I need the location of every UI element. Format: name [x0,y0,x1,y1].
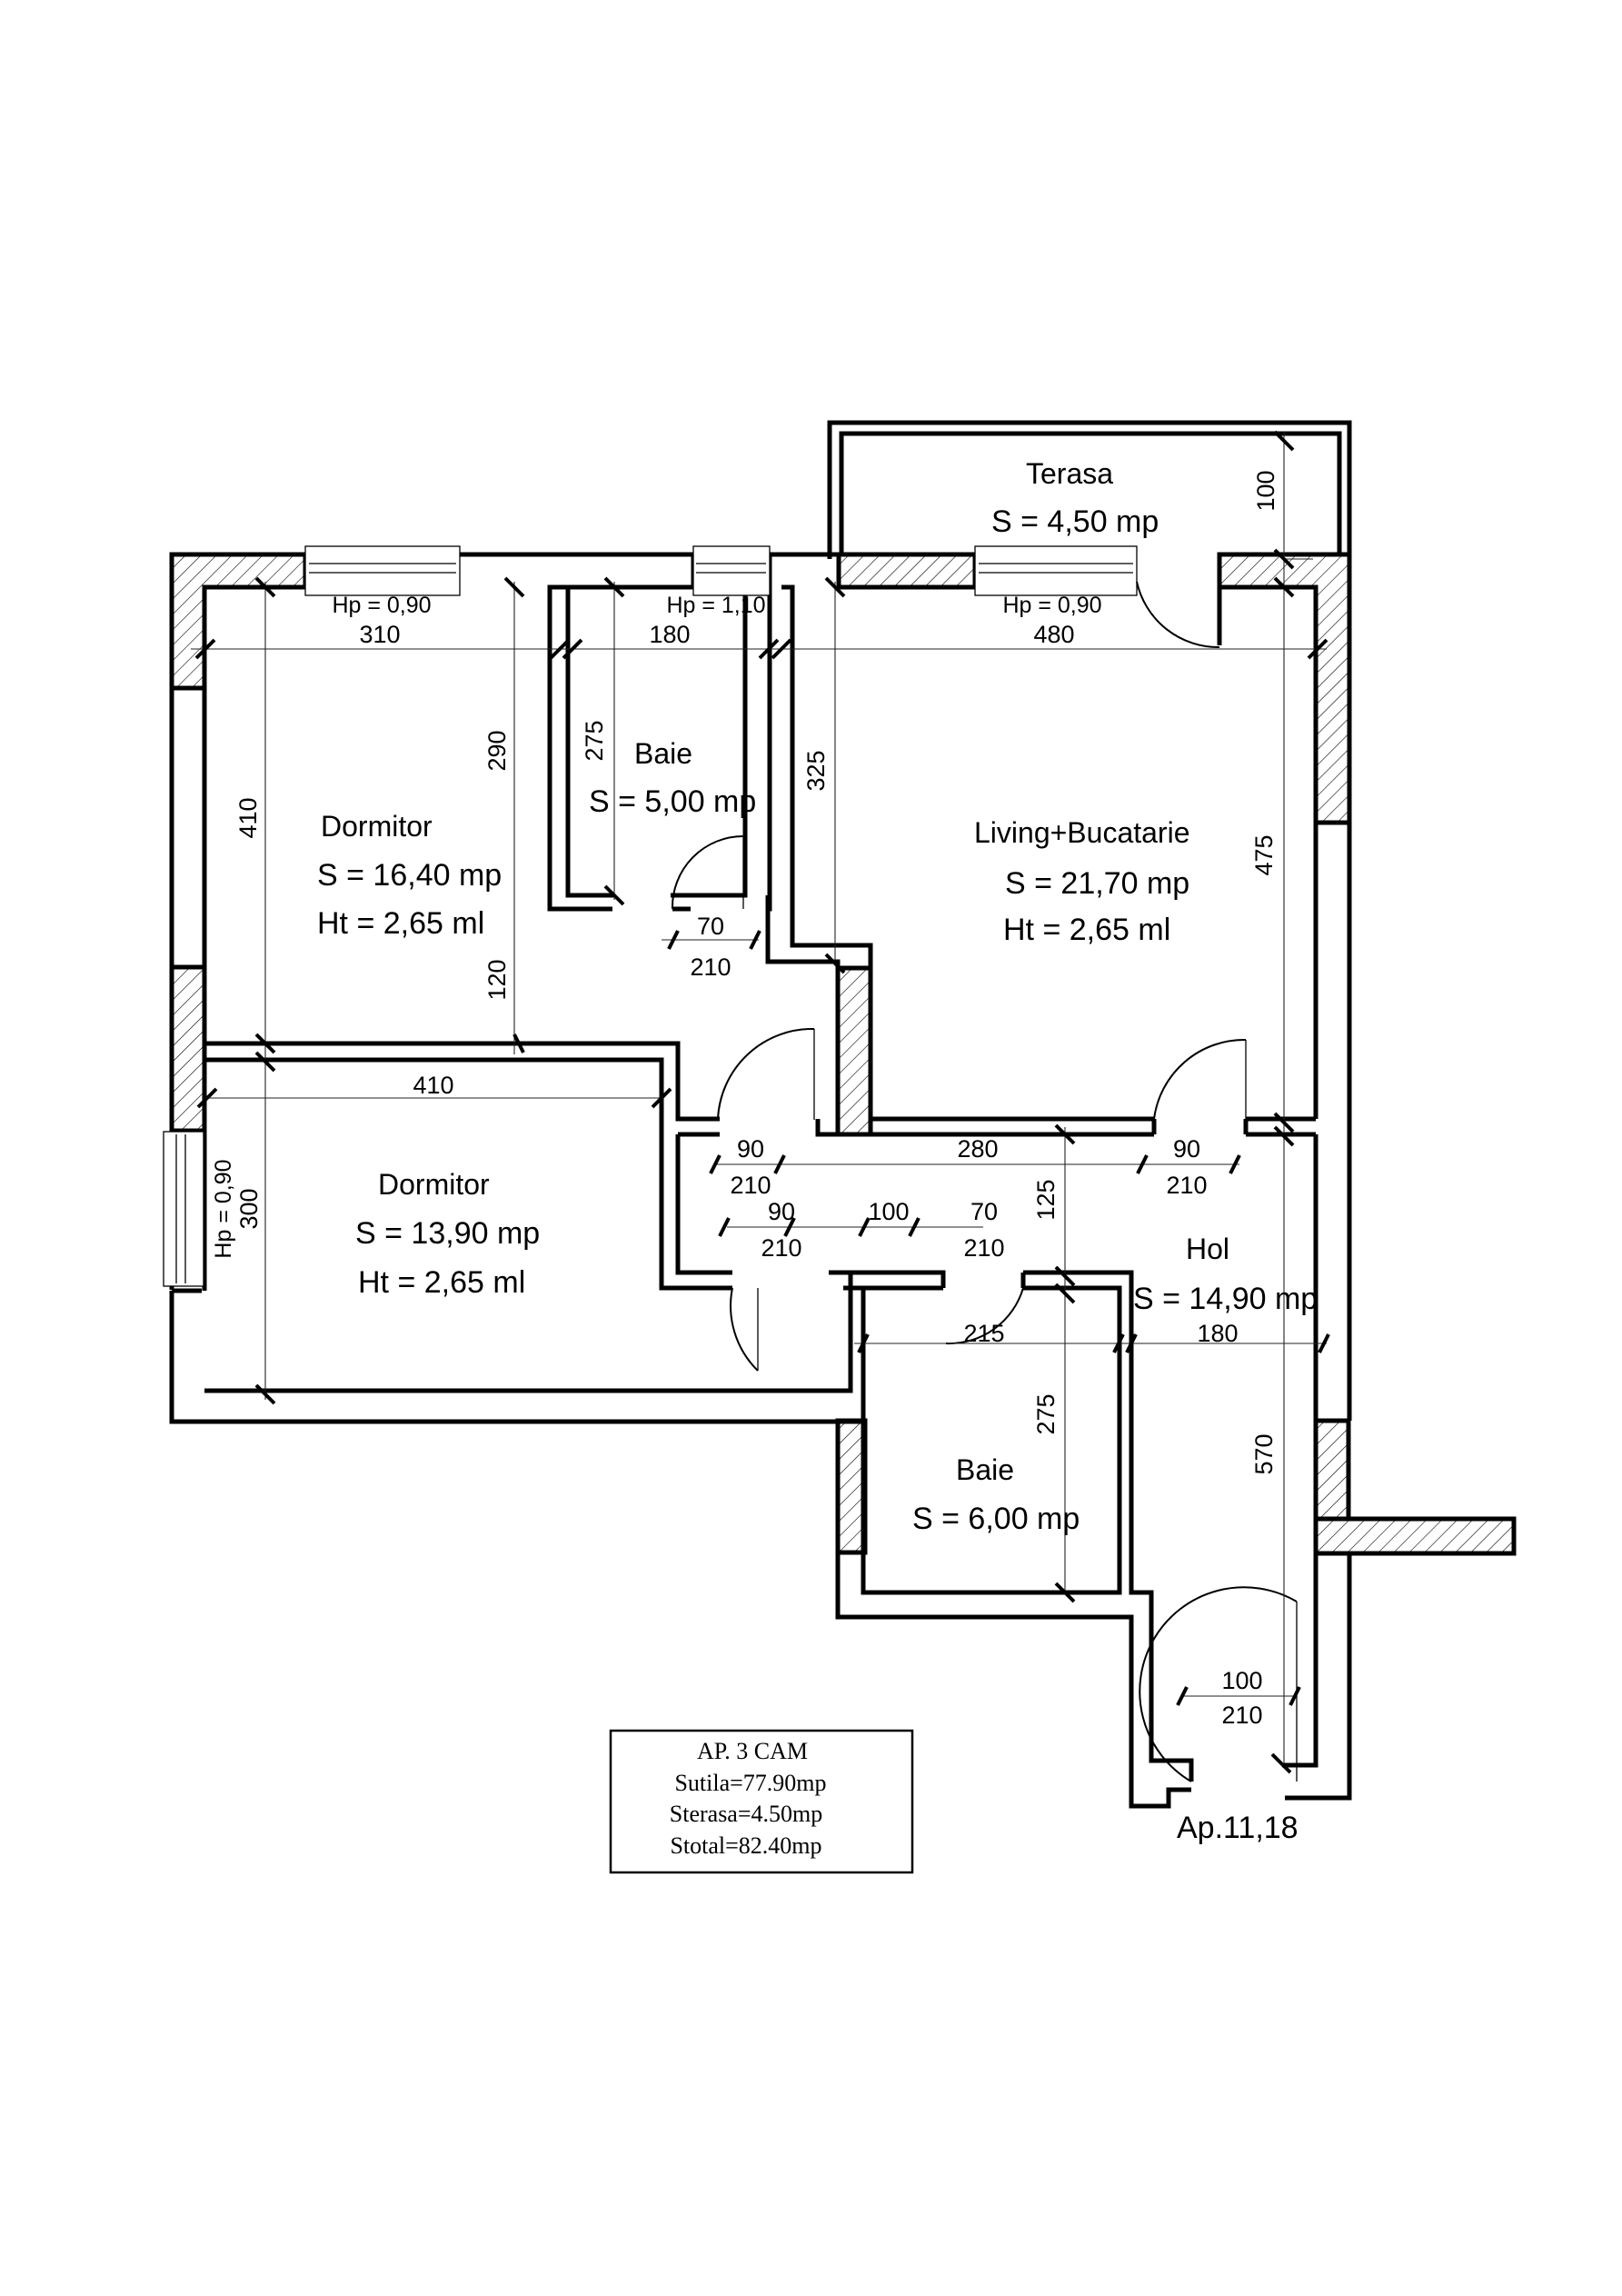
summary-heading: AP. 3 CAM [697,1738,808,1764]
room-area: S = 14,90 mp [1133,1282,1318,1316]
structural-walls [169,552,1517,1556]
dimension-texts: 310 180 480 100 410 290 120 275 325 475 … [234,470,1279,1729]
room-area: S = 16,40 mp [317,858,502,893]
room-name: Dormitor [321,810,433,843]
dim-100-hall: 100 [868,1198,909,1225]
room-name: Baie [956,1453,1014,1486]
door-terrace[interactable] [1136,581,1220,649]
window-height-1: Hp = 0,90 [332,593,431,618]
dim-70-bath1-door: 70 [697,913,724,940]
dim-275-bath1: 275 [581,720,608,761]
dim-125: 125 [1032,1179,1060,1220]
dim-410-horizontal: 410 [413,1072,453,1099]
dim-180-top: 180 [649,621,690,648]
dim-570: 570 [1250,1433,1278,1474]
dim-310: 310 [359,621,400,648]
summary-total-area: Stotal=82.40mp [670,1832,821,1859]
dim-300: 300 [235,1188,263,1229]
room-name: Terasa [1026,457,1113,490]
dim-120: 120 [483,959,511,1000]
doors [671,581,1298,1782]
dim-90-bedroom1-door: 90 [737,1135,764,1163]
room-name: Living+Bucatarie [974,816,1189,849]
dimension-ticks [194,430,1330,1774]
door-bedroom2[interactable] [730,1287,759,1372]
room-terasa: Terasa S = 4,50 mp [991,457,1159,539]
dim-210-entrance: 210 [1221,1702,1262,1729]
summary-table: AP. 3 CAM Sutila=77.90mp Sterasa=4.50mp … [609,1729,914,1874]
dim-215: 215 [963,1320,1004,1347]
door-bath2[interactable] [945,1287,1024,1345]
window-height-4: Hp = 0,90 [211,1159,236,1258]
dim-90-living-door: 90 [1173,1135,1200,1163]
walls [163,545,1352,1809]
room-area: S = 5,00 mp [589,784,756,819]
window-height-3: Hp = 0,90 [1002,593,1101,618]
room-baie-2: Baie S = 6,00 mp [912,1453,1080,1536]
door-bedroom1[interactable] [717,1027,815,1120]
room-area: S = 13,90 mp [355,1216,540,1251]
dim-90-bedroom2-door: 90 [768,1198,795,1225]
dim-275-bath2: 275 [1032,1393,1060,1434]
dim-100-terrace: 100 [1252,470,1279,511]
dim-325: 325 [802,750,830,791]
room-baie-1: Baie S = 5,00 mp [589,737,756,819]
summary-useful-area: Sutila=77.90mp [674,1770,826,1796]
dimension-lines [191,432,1327,1768]
dim-410-vertical: 410 [234,797,262,838]
summary-terrace-area: Sterasa=4.50mp [670,1801,822,1827]
dim-100-entrance: 100 [1221,1667,1262,1694]
terrace [827,420,1352,559]
window-labels: Hp = 0,90 Hp = 1,10 Hp = 0,90 Hp = 0,90 [211,593,1102,1259]
dim-210-bedroom2-door: 210 [761,1234,801,1262]
room-area: S = 21,70 mp [1005,866,1189,901]
dim-290: 290 [483,730,511,771]
dim-180-hall: 180 [1197,1320,1238,1347]
room-name: Hol [1186,1233,1229,1265]
room-height: Ht = 2,65 ml [1003,913,1170,947]
room-height: Ht = 2,65 ml [317,906,484,941]
room-area: S = 4,50 mp [991,504,1159,539]
dim-210-bedroom1-door: 210 [730,1172,771,1199]
dim-475: 475 [1250,834,1278,875]
dim-210-living-door: 210 [1166,1172,1207,1199]
room-living: Living+Bucatarie S = 21,70 mp Ht = 2,65 … [974,816,1189,947]
door-entrance[interactable] [1139,1586,1298,1782]
apartment-number-label: Ap.11,18 [1177,1811,1299,1845]
room-height: Ht = 2,65 ml [358,1265,525,1300]
dim-210-bath1-door: 210 [690,953,731,981]
room-dormitor-1: Dormitor S = 16,40 mp Ht = 2,65 ml [317,810,502,941]
room-dormitor-2: Dormitor S = 13,90 mp Ht = 2,65 ml [355,1168,540,1300]
room-name: Baie [634,737,692,770]
dim-480: 480 [1033,621,1074,648]
door-bath1[interactable] [671,835,744,910]
room-name: Dormitor [378,1168,490,1201]
dim-280: 280 [957,1135,998,1163]
dim-210-bath2-door: 210 [963,1234,1004,1262]
dim-70-bath2-door: 70 [970,1198,998,1225]
door-living[interactable] [1153,1038,1247,1120]
room-hol: Hol S = 14,90 mp [1133,1233,1318,1316]
window-height-2: Hp = 1,10 [666,593,765,618]
room-area: S = 6,00 mp [912,1502,1080,1536]
